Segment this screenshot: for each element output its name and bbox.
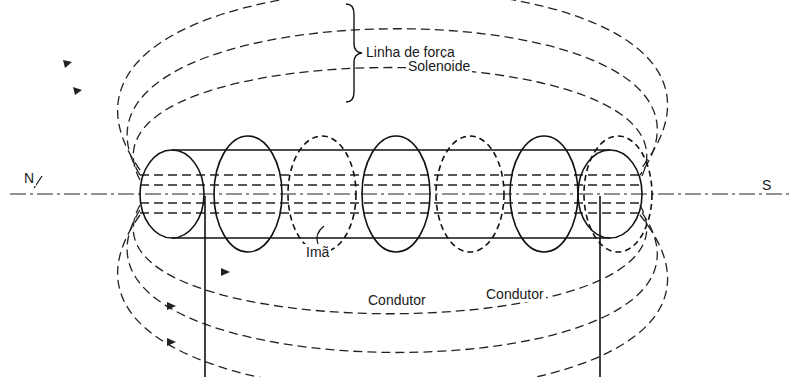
magnet-cylinder <box>140 150 642 238</box>
coil-turn <box>436 136 504 252</box>
magnet-label: Imã <box>304 244 331 260</box>
axis-line <box>10 194 792 195</box>
pole-label: S <box>760 177 773 193</box>
coil-turn <box>510 136 578 252</box>
field-lines <box>118 0 668 377</box>
coil-turn <box>214 136 282 252</box>
brace <box>346 4 362 102</box>
leader-line <box>317 226 324 244</box>
conductor-label: Condutor <box>366 292 428 308</box>
solenoid-coil <box>214 136 652 252</box>
conductor-wires <box>205 196 600 377</box>
coil-turn <box>288 136 356 252</box>
conductor-label: Condutor <box>484 286 546 302</box>
coil-turn <box>362 136 430 252</box>
solenoid-label: Solenoide <box>406 58 472 74</box>
coil-turn <box>584 136 652 252</box>
pole-label: N <box>22 170 36 186</box>
